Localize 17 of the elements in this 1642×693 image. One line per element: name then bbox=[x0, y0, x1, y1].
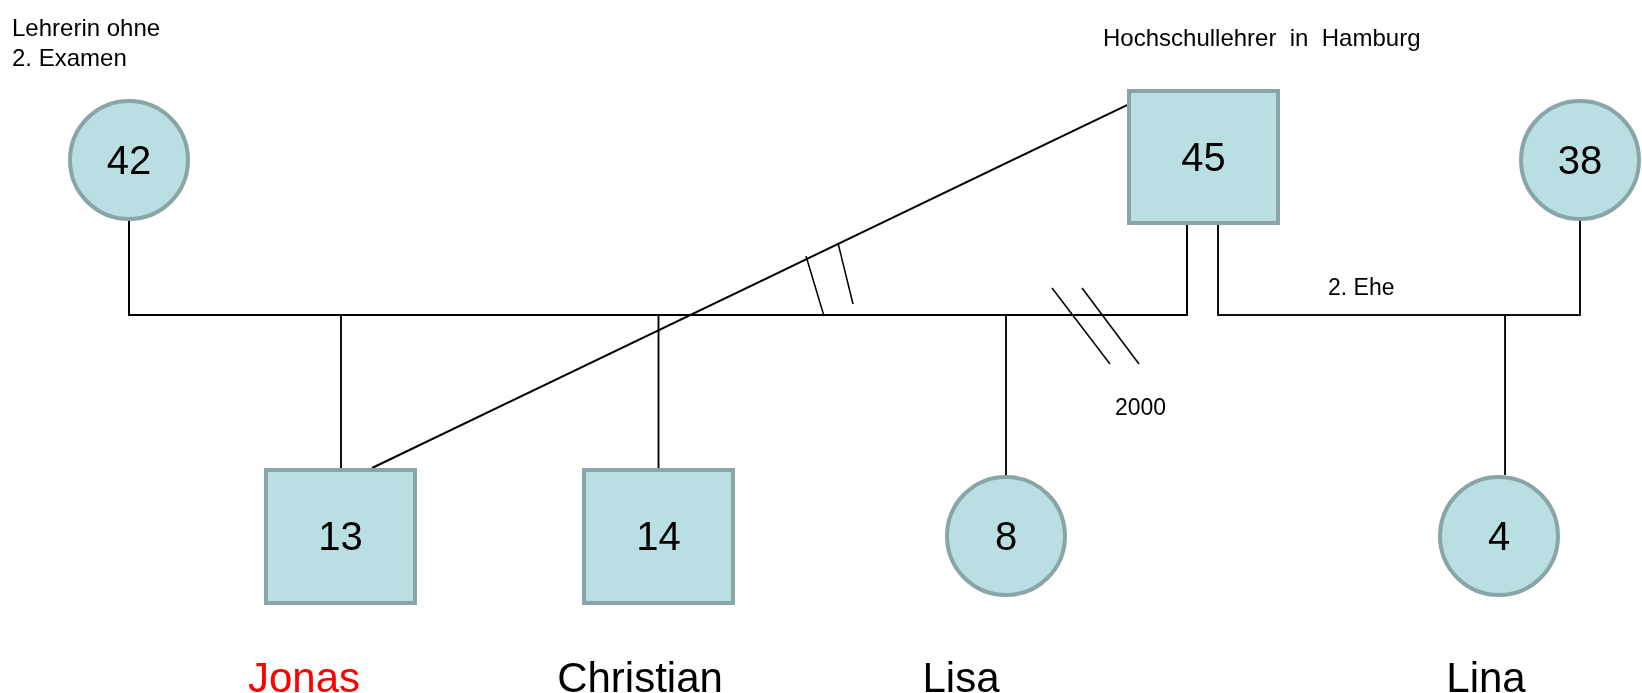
note-text: Hochschullehrer in Hamburg bbox=[1103, 23, 1422, 53]
name-label: Christian bbox=[556, 653, 724, 693]
name-label: Lisa bbox=[921, 653, 1001, 693]
name-label: Lina bbox=[1445, 653, 1527, 693]
age-number: 38 bbox=[1557, 137, 1603, 183]
age-number: 14 bbox=[636, 514, 681, 559]
age-number: 42 bbox=[106, 137, 152, 183]
age-number: 8 bbox=[994, 513, 1018, 559]
year-label: 2000 bbox=[1115, 394, 1167, 421]
age-number: 4 bbox=[1487, 513, 1511, 559]
family-line bbox=[1504, 220, 1581, 476]
age-number: 45 bbox=[1181, 134, 1226, 180]
relationship-line bbox=[371, 104, 1128, 469]
edge-label: 2. Ehe bbox=[1328, 274, 1395, 301]
note-text: Lehrerin ohne 2. Examen bbox=[12, 13, 162, 73]
age-number: 13 bbox=[318, 514, 363, 559]
name-label: Jonas bbox=[246, 653, 362, 693]
